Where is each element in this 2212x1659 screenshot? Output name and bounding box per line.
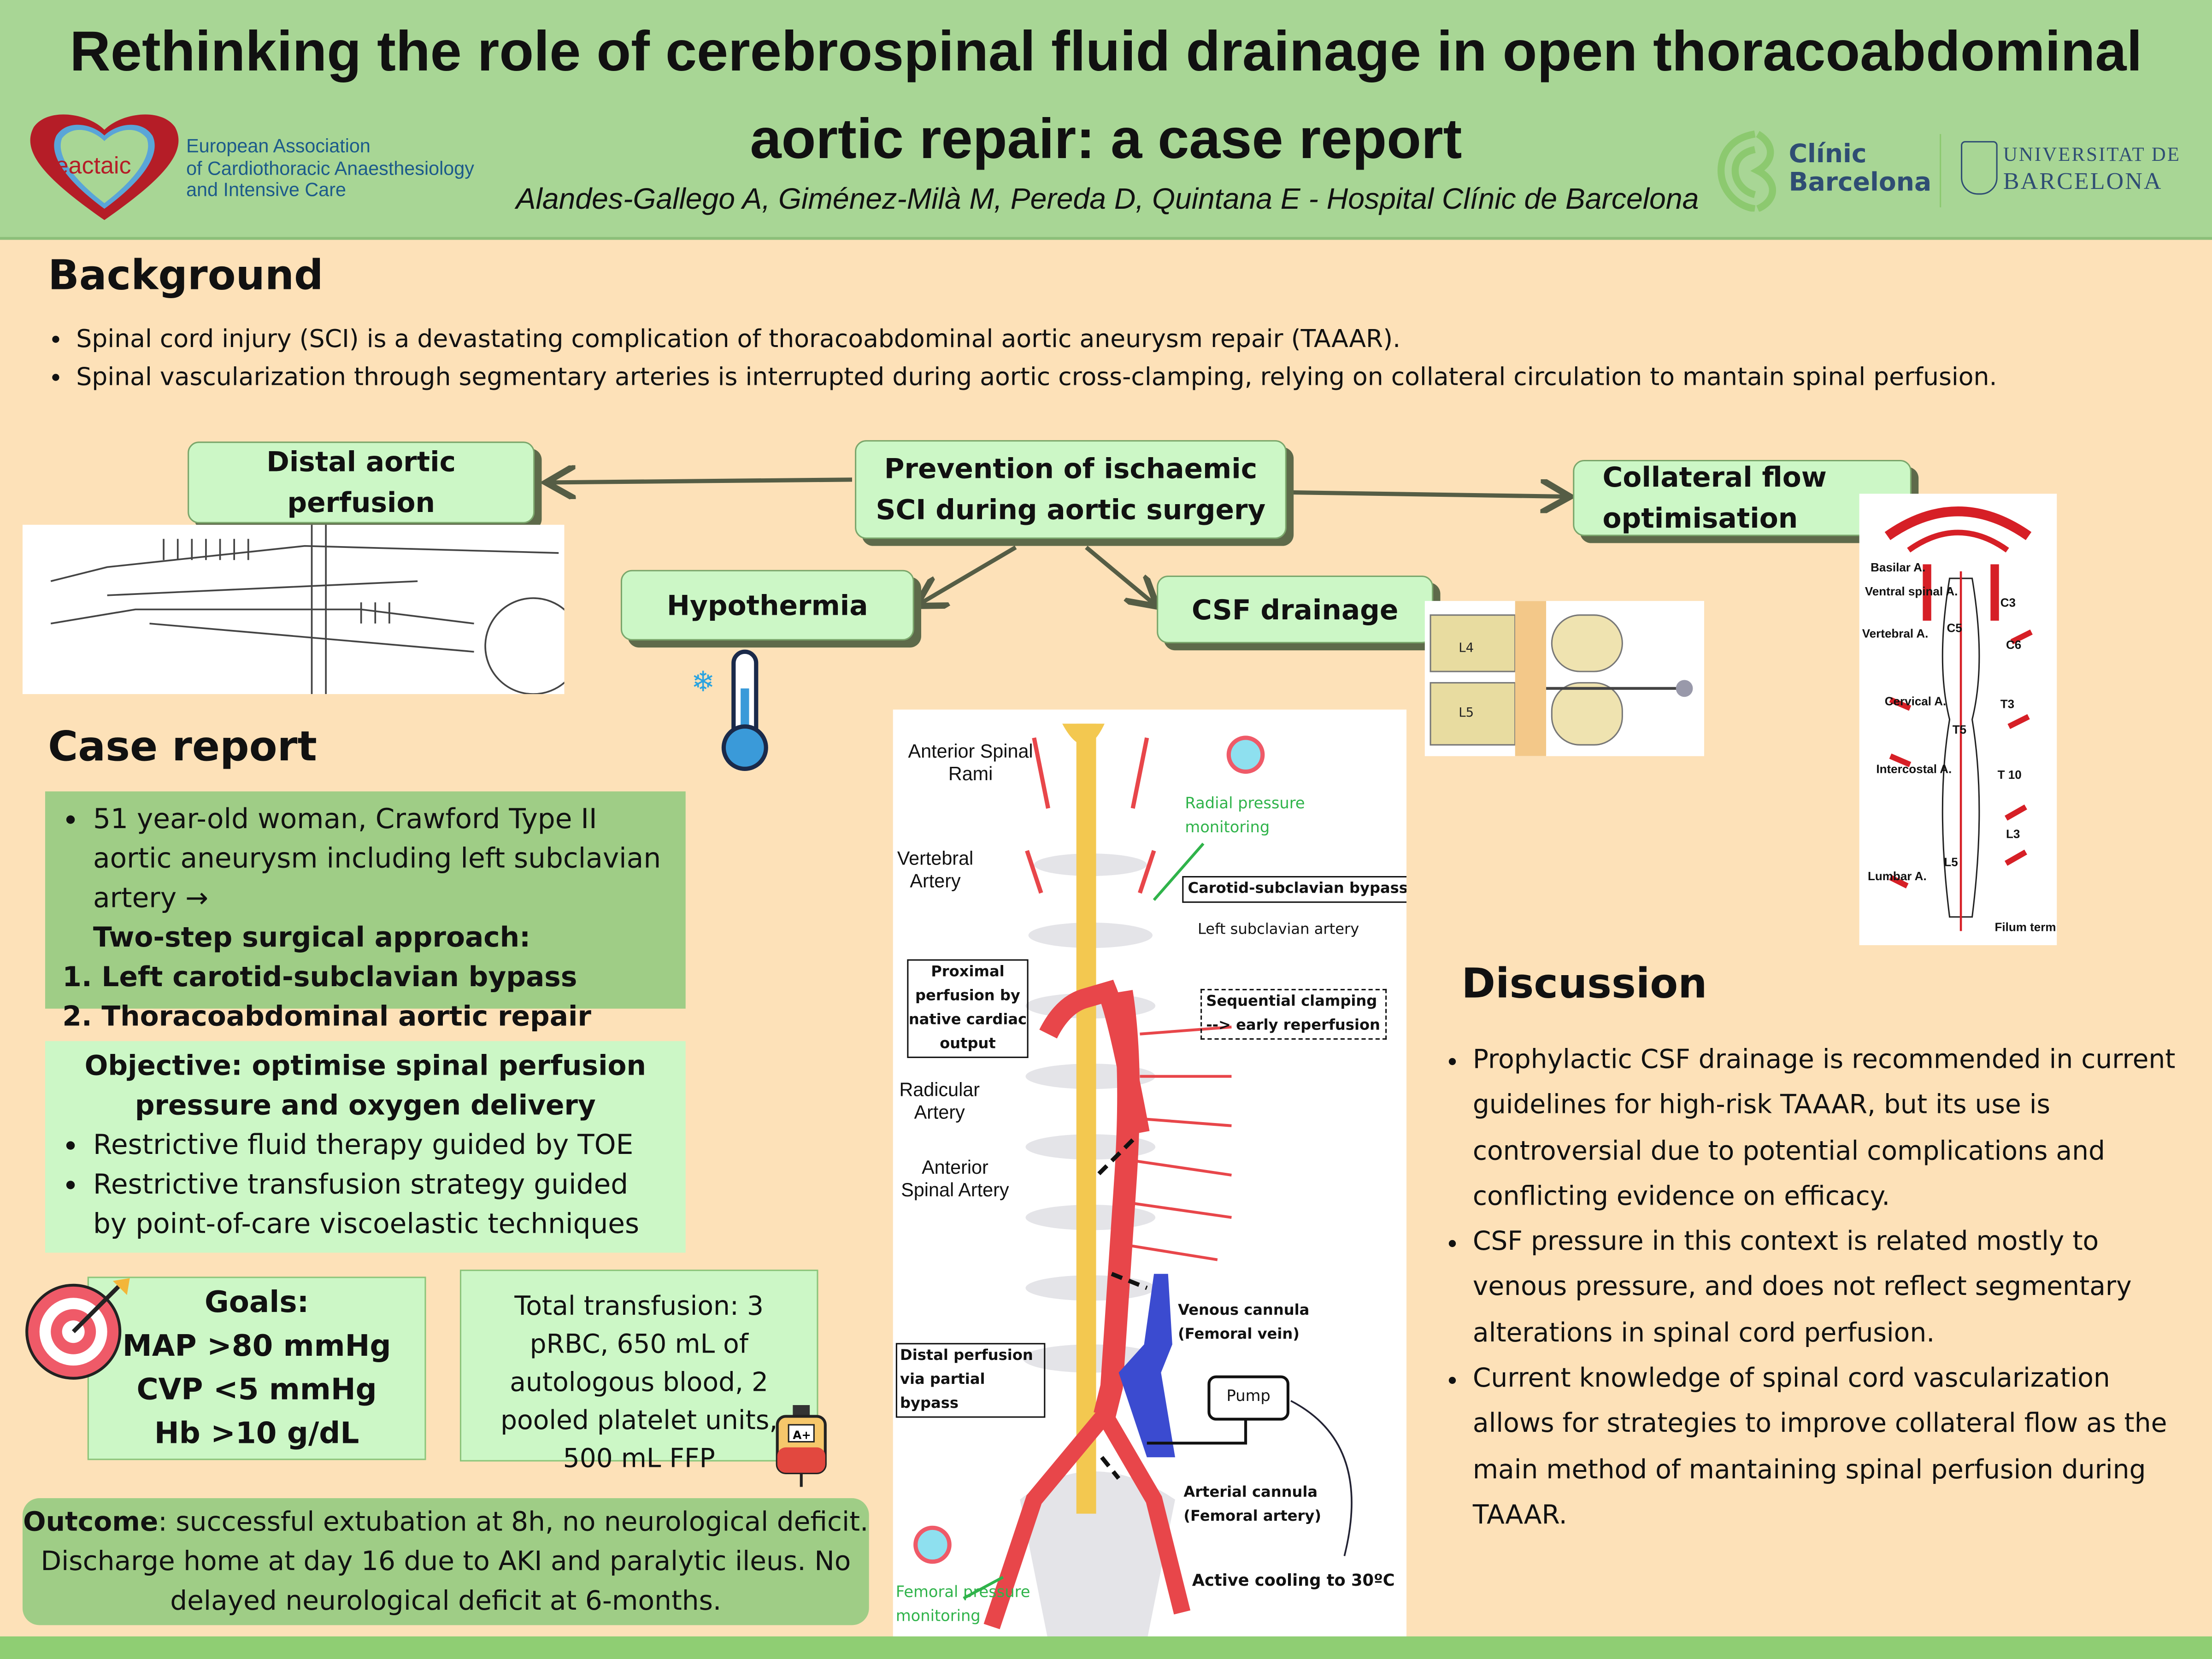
goal-item: MAP >80 mmHg — [122, 1329, 391, 1363]
svg-text:Lumbar A.: Lumbar A. — [1868, 869, 1927, 883]
arrow-to-collateral — [1286, 492, 1566, 496]
objective-box: Objective: optimise spinal perfusion pre… — [45, 1041, 686, 1253]
authors: Alandes-Gallego A, Giménez-Milà M, Pered… — [516, 183, 1699, 216]
discussion-bullet: Current knowledge of spinal cord vascula… — [1473, 1357, 2184, 1539]
outcome-label: Outcome — [23, 1506, 159, 1538]
node-csf-drainage: CSF drainage — [1157, 575, 1434, 643]
node-hypothermia: Hypothermia — [620, 570, 914, 641]
node-distal-perfusion: Distal aortic perfusion — [188, 441, 535, 524]
svg-text:Basilar A.: Basilar A. — [1871, 560, 1925, 574]
objective-bullet: Restrictive fluid therapy guided by TOE — [93, 1126, 669, 1165]
flow-arrows — [0, 0, 2212, 706]
poster-title: Rethinking the role of cerebrospinal flu… — [70, 21, 2142, 171]
case-report-heading: Case report — [48, 722, 317, 771]
background-bullet: Spinal vascularization through segmentar… — [76, 360, 2192, 398]
spinal-vascularization-image: Basilar A. Ventral spinal A. Vertebral A… — [1859, 494, 2083, 946]
arrow-to-hypothermia — [920, 545, 1017, 604]
discussion-heading: Discussion — [1461, 959, 1707, 1007]
header: Rethinking the role of cerebrospinal flu… — [0, 0, 2212, 240]
background-bullet: Spinal cord injury (SCI) is a devastatin… — [76, 322, 2192, 360]
aortic-perfusion-sketch — [22, 524, 582, 695]
svg-text:Vertebral A.: Vertebral A. — [1862, 627, 1929, 641]
arrow-to-csf — [1085, 546, 1154, 604]
background-heading: Background — [48, 251, 324, 299]
transfusion-box: Total transfusion: 3 pRBC, 650 mL of aut… — [459, 1270, 818, 1474]
discussion-list: Prophylactic CSF drainage is recommended… — [1445, 1038, 2184, 1540]
objective-title: Objective: optimise spinal perfusion pre… — [84, 1049, 647, 1122]
label-sequential-clamping: Sequential clamping --> early reperfusio… — [1200, 988, 1387, 1040]
goal-item: Hb >10 g/dL — [154, 1416, 359, 1450]
svg-text:Ventral spinal A.: Ventral spinal A. — [1865, 584, 1958, 598]
clinic-logo-mark — [1715, 130, 1786, 212]
label-anterior-spinal-artery: Anterior Spinal Artery — [901, 1157, 1009, 1201]
svg-text:Cervical A.: Cervical A. — [1885, 694, 1947, 708]
svg-text:C3: C3 — [2000, 595, 2016, 609]
case-step: Thoracoabdominal aortic repair — [101, 997, 671, 1037]
svg-text:T3: T3 — [2000, 697, 2014, 711]
label-radicular-artery: Radicular Artery — [899, 1079, 980, 1123]
goal-item: CVP <5 mmHg — [136, 1372, 377, 1407]
svg-text:L5: L5 — [1944, 855, 1958, 869]
label-radial-monitoring: Radial pressure monitoring — [1185, 794, 1305, 837]
svg-text:C6: C6 — [2006, 638, 2021, 652]
label-pump: Pump — [1226, 1387, 1271, 1405]
label-arterial-cannula: Arterial cannula (Femoral artery) — [1183, 1484, 1322, 1525]
goals-title: Goals: — [204, 1285, 309, 1319]
svg-text:Intercostal A.: Intercostal A. — [1876, 762, 1952, 776]
eactaic-name: European Association of Cardiothoracic A… — [186, 135, 474, 200]
ub-logo-text: UNIVERSITAT DE BARCELONA — [2003, 145, 2181, 195]
svg-text:L4: L4 — [1459, 640, 1474, 655]
svg-text:T5: T5 — [1953, 723, 1966, 736]
csf-drainage-image: L4 L5 — [1424, 601, 1704, 756]
svg-text:❄: ❄ — [691, 665, 715, 698]
case-summary-box: 51 year-old woman, Crawford Type II aort… — [45, 791, 686, 1033]
label-active-cooling: Active cooling to 30ºC — [1192, 1570, 1395, 1590]
svg-text:Filum terminale: Filum terminale — [1995, 920, 2057, 934]
thermometer-icon: ❄ — [688, 646, 773, 776]
eactaic-mark: eactaic — [55, 153, 131, 179]
bypass-diagram: Anterior Spinal Rami Vertebral Artery Ra… — [893, 709, 1407, 1644]
svg-text:L3: L3 — [2006, 827, 2020, 841]
label-proximal-perfusion: Proximal perfusion by native cardiac out… — [907, 959, 1029, 1058]
outcome-text: : successful extubation at 8h, no neurol… — [41, 1506, 869, 1617]
svg-text:A+: A+ — [793, 1428, 811, 1441]
label-carotid-bypass: Carotid-subclavian bypass — [1182, 876, 1407, 903]
case-approach: Two-step surgical approach: — [93, 921, 531, 954]
case-intro: 51 year-old woman, Crawford Type II aort… — [93, 802, 661, 914]
discussion-bullet: Prophylactic CSF drainage is recommended… — [1473, 1038, 2184, 1220]
outcome-box: Outcome: successful extubation at 8h, no… — [22, 1498, 869, 1625]
node-prevention: Prevention of ischaemic SCI during aorti… — [855, 440, 1287, 539]
blood-bag-icon: A+ — [773, 1405, 830, 1487]
svg-text:L5: L5 — [1459, 705, 1474, 720]
case-step: Left carotid-subclavian bypass — [101, 958, 671, 998]
label-left-subclavian: Left subclavian artery — [1197, 921, 1359, 938]
label-anterior-spinal-rami: Anterior Spinal Rami — [908, 741, 1033, 785]
arrow-to-distal — [550, 480, 853, 482]
discussion-bullet: CSF pressure in this context is related … — [1473, 1221, 2184, 1358]
footer-bar — [0, 1636, 2212, 1659]
label-venous-cannula: Venous cannula (Femoral vein) — [1178, 1302, 1310, 1343]
target-icon — [20, 1272, 135, 1382]
label-vertebral-artery: Vertebral Artery — [897, 847, 974, 892]
eactaic-logo: eactaic — [20, 110, 189, 223]
background-list: Spinal cord injury (SCI) is a devastatin… — [48, 322, 2192, 398]
goals-box: Goals: MAP >80 mmHg CVP <5 mmHg Hb >10 g… — [87, 1277, 426, 1460]
svg-text:C5: C5 — [1947, 621, 1962, 635]
ub-shield-icon — [1961, 141, 1998, 195]
node-collateral: Collateral flow optimisation — [1573, 459, 1912, 536]
logo-divider — [1940, 134, 1941, 207]
objective-bullet: Restrictive transfusion strategy guided … — [93, 1165, 669, 1244]
clinic-logo-text: Clínic Barcelona — [1788, 140, 1932, 198]
label-femoral-monitoring: Femoral pressure monitoring — [895, 1583, 1030, 1625]
label-distal-perfusion: Distal perfusion via partial bypass — [895, 1343, 1046, 1418]
svg-text:T 10: T 10 — [1998, 768, 2022, 782]
